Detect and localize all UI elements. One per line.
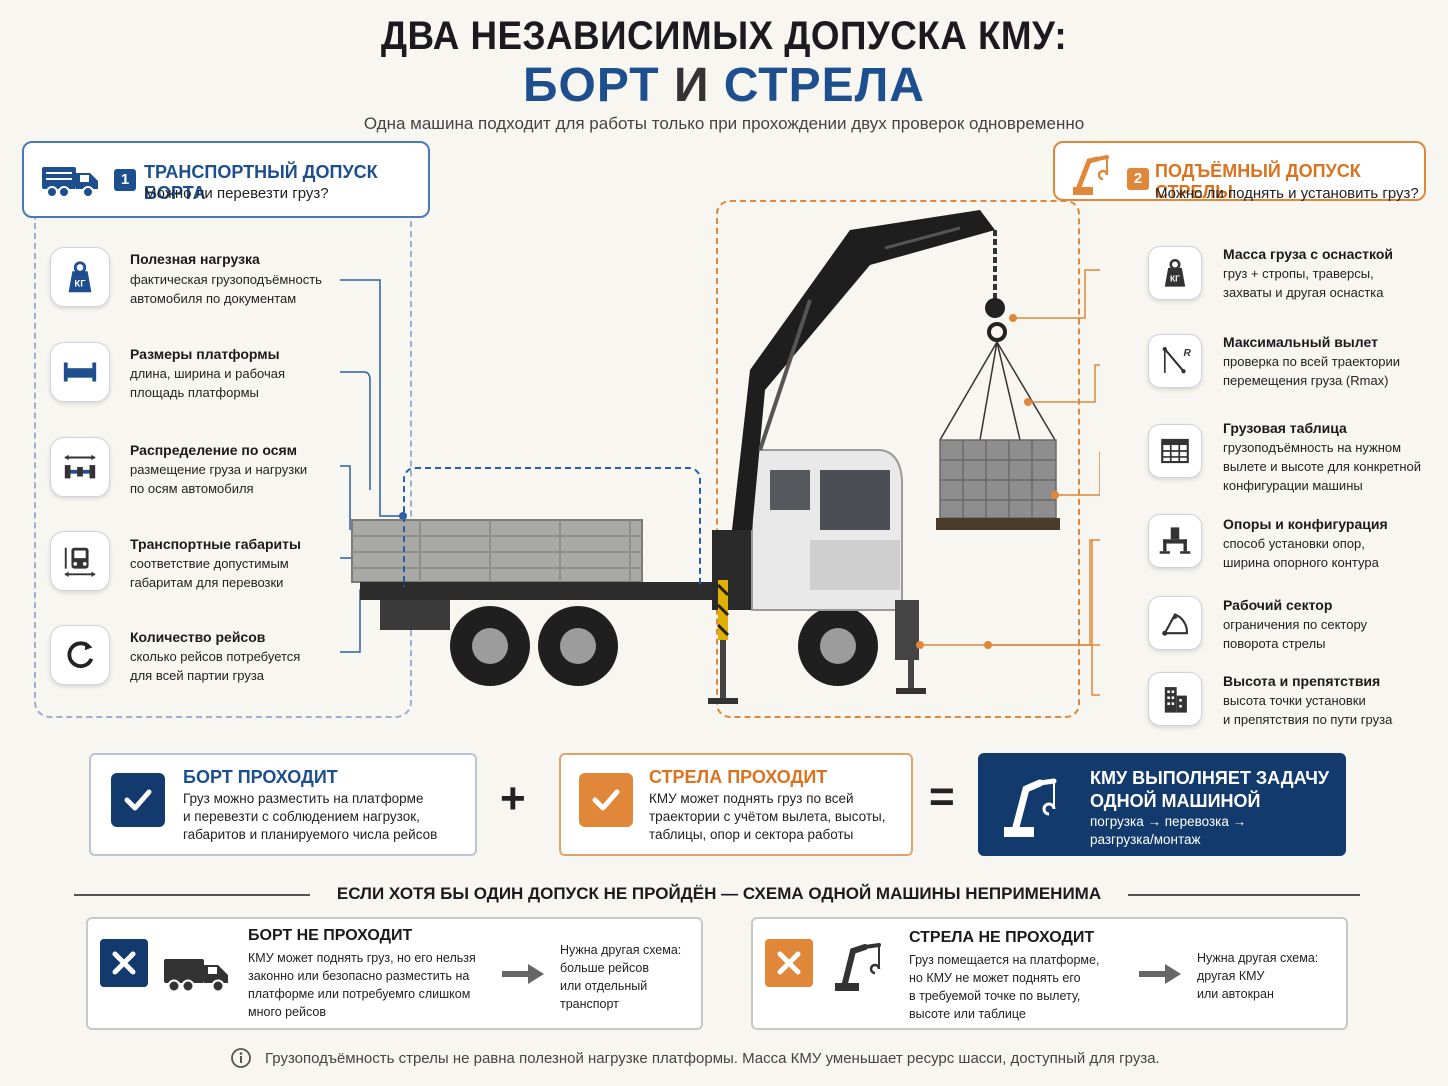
item-title: Количество рейсов (130, 629, 266, 645)
item-desc: способ установки опор,ширина опорного ко… (1223, 536, 1379, 570)
truck-with-crane-illustration (340, 210, 1100, 704)
right-section-title: ПОДЪЁМНЫЙ ДОПУСК СТРЕЛЫ (1155, 161, 1361, 202)
item-title: Транспортные габариты (130, 536, 301, 552)
left-section-title: ТРАНСПОРТНЫЙ ДОПУСК БОРТА (144, 162, 378, 203)
fail-title: БОРТ НЕ ПРОХОДИТ (248, 927, 413, 944)
left-section-header: 1 ТРАНСПОРТНЫЙ ДОПУСК БОРТА Можно ли пер… (22, 141, 430, 218)
result-title: БОРТ ПРОХОДИТ (183, 767, 338, 787)
info-icon (231, 1048, 251, 1068)
sector-icon (1148, 596, 1202, 650)
dimensions-icon (50, 531, 110, 591)
weight-icon-label: КГ (74, 279, 86, 290)
fail-desc: Груз помещается на платформе,но КМУ не м… (909, 953, 1100, 1021)
title-word-bort: БОРТ (523, 59, 660, 112)
platform-icon (50, 342, 110, 402)
weight-icon: КГ (1148, 246, 1202, 300)
radius-icon: R (1148, 334, 1202, 388)
section-number-badge: 2 (1127, 168, 1149, 190)
item-title: Грузовая таблица (1223, 420, 1347, 436)
arrow-right-icon (1139, 964, 1181, 984)
left-section-subtitle: Можно ли перевезти груз? (144, 185, 329, 202)
truck-icon (164, 959, 228, 993)
table-icon (1148, 424, 1202, 478)
result-bort-passes: БОРТ ПРОХОДИТ Груз можно разместить на п… (89, 753, 477, 856)
check-icon (579, 773, 633, 827)
check-icon (111, 773, 165, 827)
radius-icon-label: R (1184, 348, 1192, 359)
result-desc: погрузка → перевозка →разгрузка/монтаж (1090, 814, 1247, 847)
divider-line (74, 894, 310, 896)
crane-icon (1073, 155, 1109, 195)
item-title: Максимальный вылет (1223, 334, 1378, 350)
fail-strela-card: СТРЕЛА НЕ ПРОХОДИТ Груз помещается на пл… (751, 917, 1348, 1030)
right-section-header: 2 ПОДЪЁМНЫЙ ДОПУСК СТРЕЛЫ Можно ли подня… (1053, 141, 1426, 202)
outrigger-icon (1148, 514, 1202, 568)
page-subtitle: Одна машина подходит для работы только п… (363, 114, 1085, 133)
crane-icon (1004, 778, 1057, 837)
item-title: Опоры и конфигурация (1223, 516, 1388, 532)
weight-icon: КГ (50, 247, 110, 307)
page-title: ДВА НЕЗАВИСИМЫХ ДОПУСКА КМУ: (380, 14, 1068, 58)
item-desc: груз + стропы, траверсы,захваты и другая… (1223, 266, 1384, 300)
cross-icon (765, 939, 813, 987)
item-title: Рабочий сектор (1223, 597, 1333, 613)
footnote: Грузоподъёмность стрелы не равна полезно… (265, 1050, 1160, 1067)
fail-title: СТРЕЛА НЕ ПРОХОДИТ (909, 929, 1095, 946)
truck-icon (42, 167, 98, 198)
right-section-subtitle: Можно ли поднять и установить груз? (1155, 185, 1419, 202)
title-word-strela: СТРЕЛА (723, 59, 925, 112)
item-title: Масса груза с оснасткой (1223, 246, 1393, 262)
item-title: Полезная нагрузка (130, 251, 260, 267)
cross-icon (100, 939, 148, 987)
result-strela-passes: СТРЕЛА ПРОХОДИТ КМУ может поднять груз п… (559, 753, 913, 856)
weight-icon-label: КГ (1170, 274, 1180, 284)
result-title: СТРЕЛА ПРОХОДИТ (649, 767, 828, 787)
crane-icon (835, 943, 881, 991)
cycle-icon (50, 625, 110, 685)
section-number-badge: 1 (114, 169, 136, 191)
divider-heading: ЕСЛИ ХОТЯ БЫ ОДИН ДОПУСК НЕ ПРОЙДЁН — СХ… (336, 884, 1102, 903)
page-title-line2: БОРТ И СТРЕЛА (0, 58, 1448, 113)
fail-bort-card: БОРТ НЕ ПРОХОДИТ КМУ может поднять груз,… (86, 917, 703, 1030)
divider-line (1128, 894, 1360, 896)
axle-icon (50, 437, 110, 497)
right-checklist-frame (716, 200, 1080, 718)
item-title: Распределение по осям (130, 442, 298, 458)
item-title: Размеры платформы (130, 346, 280, 362)
item-title: Высота и препятствия (1223, 673, 1381, 689)
plus-sign: + (500, 774, 526, 823)
arrow-right-icon (502, 964, 544, 984)
equals-sign: = (929, 772, 955, 821)
building-icon (1148, 672, 1202, 726)
cargo-bed-highlight-frame (403, 467, 701, 587)
title-word-and: И (673, 59, 710, 112)
